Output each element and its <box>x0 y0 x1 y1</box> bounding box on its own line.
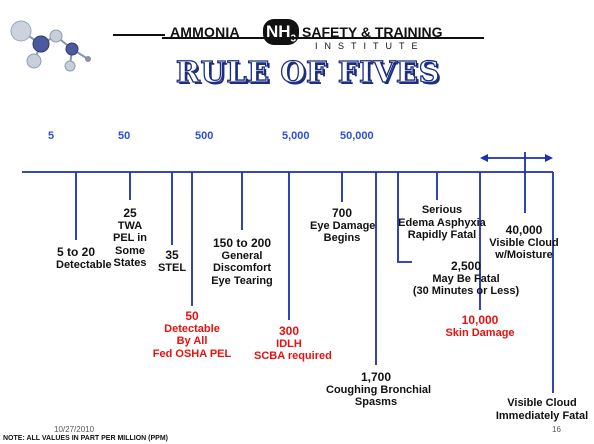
label-visible-cloud-moisture-line1: Visible Cloud <box>489 236 559 249</box>
label-serious: Serious Edema Asphyxia Rapidly Fatal <box>398 204 486 242</box>
header-rule-bottom <box>162 37 484 39</box>
org-name-left: AMMONIA <box>170 24 240 40</box>
label-eye-damage-line1: Eye Damage <box>310 219 376 232</box>
scale-label-500: 500 <box>195 130 214 142</box>
label-general-discomfort-value: 150 to 200 <box>212 236 272 250</box>
label-visible-cloud-moisture-value: 40,000 <box>505 223 543 237</box>
label-eye-damage-line2: Begins <box>323 232 361 244</box>
range-arrow-right <box>545 154 553 162</box>
label-coughing: 1,700 Coughing Bronchial Spasms <box>326 370 432 409</box>
label-eye-damage: 700 Eye Damage Begins <box>310 206 376 245</box>
label-serious-line1: Serious <box>421 204 463 216</box>
label-detectable-50-line1: Detectable <box>164 322 220 335</box>
label-serious-line3: Rapidly Fatal <box>407 229 477 241</box>
label-visible-cloud-fatal-line2: Immediately Fatal <box>495 409 589 422</box>
label-eye-damage-value: 700 <box>331 206 353 220</box>
label-visible-cloud-fatal-line1: Visible Cloud <box>507 397 577 409</box>
page-title: RULE OF FIVES <box>175 54 441 89</box>
label-twa-line3: Some <box>115 244 145 257</box>
label-general-discomfort-line2: Discomfort <box>212 262 272 274</box>
label-may-be-fatal-line1: May Be Fatal <box>432 272 500 285</box>
label-serious-line2: Edema Asphyxia <box>398 216 486 229</box>
label-twa-line1: TWA <box>117 219 143 232</box>
label-may-be-fatal-line2: (30 Minutes or Less) <box>412 285 520 297</box>
label-twa-line2: PEL in <box>112 232 148 244</box>
label-idlh-line2: SCBA required <box>254 350 332 362</box>
label-detectable-value: 5 to 20 <box>56 245 95 259</box>
label-idlh-line1: IDLH <box>276 337 302 350</box>
org-subtitle: INSTITUTE <box>315 41 425 51</box>
label-detectable: 5 to 20 Detectable <box>56 245 112 271</box>
range-arrow-left <box>480 154 488 162</box>
label-visible-cloud-moisture-line2: w/Moisture <box>495 249 553 261</box>
molecule-logo <box>10 20 91 72</box>
footer-note: NOTE: ALL VALUES IN PART PER MILLION (PP… <box>3 435 169 442</box>
label-coughing-value: 1,700 <box>360 370 392 384</box>
label-general-discomfort: 150 to 200 General Discomfort Eye Tearin… <box>202 237 282 287</box>
label-detectable-50-line3: Fed OSHA PEL <box>152 347 232 360</box>
label-twa: 25 TWA PEL in Some States <box>110 207 150 270</box>
label-idlh-value: 300 <box>278 324 300 338</box>
scale-label-50000: 50,000 <box>340 130 374 142</box>
scale-label-5000: 5,000 <box>282 130 310 142</box>
label-general-discomfort-line3: Eye Tearing <box>211 274 273 287</box>
label-visible-cloud-fatal: Visible Cloud Immediately Fatal <box>494 397 590 422</box>
page-number: 16 <box>552 425 561 434</box>
label-twa-line4: States <box>113 257 147 269</box>
label-may-be-fatal: 2,500 May Be Fatal (30 Minutes or Less) <box>410 260 522 298</box>
org-name-right: SAFETY & TRAINING <box>302 24 443 40</box>
label-stel: 35 STEL <box>152 249 192 274</box>
label-idlh: 300 IDLH SCBA required <box>254 324 332 363</box>
label-general-discomfort-line1: General <box>221 249 263 262</box>
footer-date: 10/27/2010 <box>54 425 95 434</box>
label-visible-cloud-moisture: 40,000 Visible Cloud w/Moisture <box>487 224 561 262</box>
label-coughing-line1: Coughing Bronchial <box>326 383 432 396</box>
label-may-be-fatal-value: 2,500 <box>450 259 482 273</box>
label-twa-value: 25 <box>123 206 137 220</box>
label-detectable-50-line2: By All <box>176 335 208 347</box>
scale-label-50: 50 <box>118 130 131 142</box>
header-rule-left <box>113 34 165 36</box>
label-skin-damage-line1: Skin Damage <box>445 326 515 339</box>
label-skin-damage: 10,000 Skin Damage <box>440 314 520 339</box>
label-skin-damage-value: 10,000 <box>461 313 499 327</box>
label-detectable-50-value: 50 <box>185 309 199 323</box>
nh3-badge-main: NH <box>265 22 291 41</box>
label-coughing-line2: Spasms <box>354 396 398 408</box>
label-stel-value: 35 <box>165 248 179 262</box>
label-detectable-50: 50 Detectable By All Fed OSHA PEL <box>152 310 232 360</box>
tick-may-be-fatal <box>397 172 412 263</box>
label-detectable-text: Detectable <box>56 258 112 271</box>
label-stel-text: STEL <box>157 261 187 274</box>
scale-label-5: 5 <box>48 130 55 142</box>
